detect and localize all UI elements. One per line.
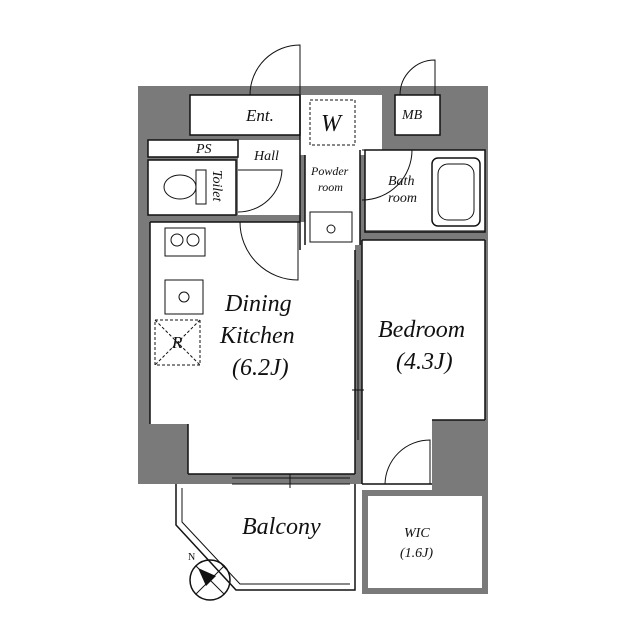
mb-door-swing	[399, 59, 436, 96]
interior-lines	[147, 94, 486, 488]
kitchen-sink	[164, 279, 204, 315]
column-top-right	[440, 86, 488, 144]
bathtub-inner	[437, 163, 475, 221]
washer-area-floor	[300, 95, 382, 155]
column-right	[432, 420, 488, 496]
label-bedroom: Bedroom	[378, 317, 465, 343]
label-balcony: Balcony	[242, 514, 321, 540]
walls	[138, 86, 488, 496]
kitchen-door-swing	[239, 221, 299, 281]
balcony-inner-line	[181, 488, 350, 585]
bathtub	[431, 157, 481, 227]
fixtures	[154, 99, 481, 366]
wic	[362, 490, 488, 594]
column-left	[138, 424, 188, 484]
label-bedroom-area: (4.3J)	[396, 349, 453, 375]
bath-outline	[364, 149, 486, 233]
label-bath-2: room	[388, 191, 417, 206]
label-dk-area: (6.2J)	[232, 355, 289, 381]
label-powder-2: room	[318, 180, 343, 194]
stove	[164, 227, 206, 257]
wic-floor	[368, 496, 482, 588]
label-wic-area: (1.6J)	[400, 546, 433, 561]
burner-left	[170, 233, 184, 247]
kitchen-floor-strip	[190, 222, 240, 474]
balcony-outline	[175, 484, 356, 591]
labels: Ent. W MB PS Hall Toilet Powder room Bat…	[171, 106, 465, 561]
wic-door-swing	[384, 439, 431, 485]
sink-drain	[326, 224, 336, 234]
label-meter-box: MB	[401, 108, 423, 123]
kitchen-sink-drain	[178, 291, 190, 303]
doors	[237, 44, 436, 485]
entry-door-swing	[249, 44, 301, 96]
bath-room-floor	[365, 150, 485, 230]
pipe-space-floor	[148, 140, 238, 157]
refrigerator-x2	[154, 319, 201, 366]
pipe-space-outline	[147, 139, 239, 158]
entrance-floor	[190, 95, 300, 135]
balcony	[175, 484, 356, 591]
label-toilet: Toilet	[209, 170, 224, 202]
hall-floor	[238, 140, 300, 215]
label-pipe-space: PS	[195, 142, 212, 157]
label-bath-1: Bath	[388, 174, 414, 189]
compass-needle	[198, 568, 216, 586]
bath-door-swing	[361, 149, 413, 201]
label-wic: WIC	[404, 526, 430, 541]
label-kitchen: Kitchen	[219, 323, 295, 349]
meter-box-floor	[395, 95, 440, 135]
refrigerator-space	[154, 319, 201, 366]
toilet-outline	[147, 159, 237, 216]
bedroom-floor-upper	[362, 240, 485, 422]
washer-box	[309, 99, 356, 146]
label-dining: Dining	[224, 291, 292, 317]
sink-basin	[309, 211, 353, 243]
toilet-tank	[195, 169, 207, 205]
label-entrance: Ent.	[245, 106, 274, 125]
north-label: N	[188, 552, 195, 563]
label-hall: Hall	[253, 149, 279, 164]
toilet-door-swing	[237, 169, 283, 213]
burner-right	[186, 233, 200, 247]
toilet-floor	[148, 160, 236, 215]
compass-circle	[189, 559, 231, 601]
label-refrigerator: R	[171, 333, 183, 352]
label-washer: W	[321, 111, 343, 137]
label-powder-1: Powder	[310, 164, 349, 178]
north-arrow: N	[188, 552, 231, 601]
meter-box-outline	[394, 94, 441, 136]
bedroom-floor-lower	[362, 422, 432, 484]
